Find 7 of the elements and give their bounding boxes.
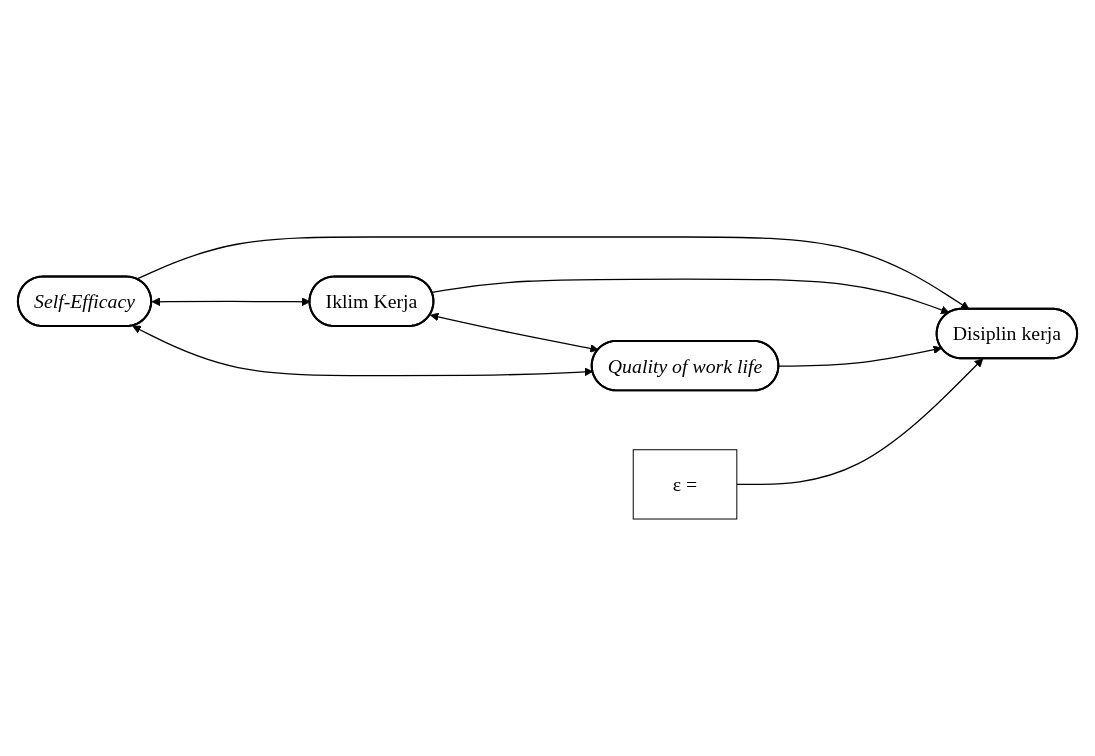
- arrow: [135, 236, 970, 310]
- node-box: ε =: [632, 449, 738, 520]
- arrow: [778, 345, 942, 367]
- arrow: [430, 312, 599, 353]
- arrow: [431, 278, 950, 315]
- arrow: [736, 358, 984, 486]
- arrow: [132, 325, 594, 377]
